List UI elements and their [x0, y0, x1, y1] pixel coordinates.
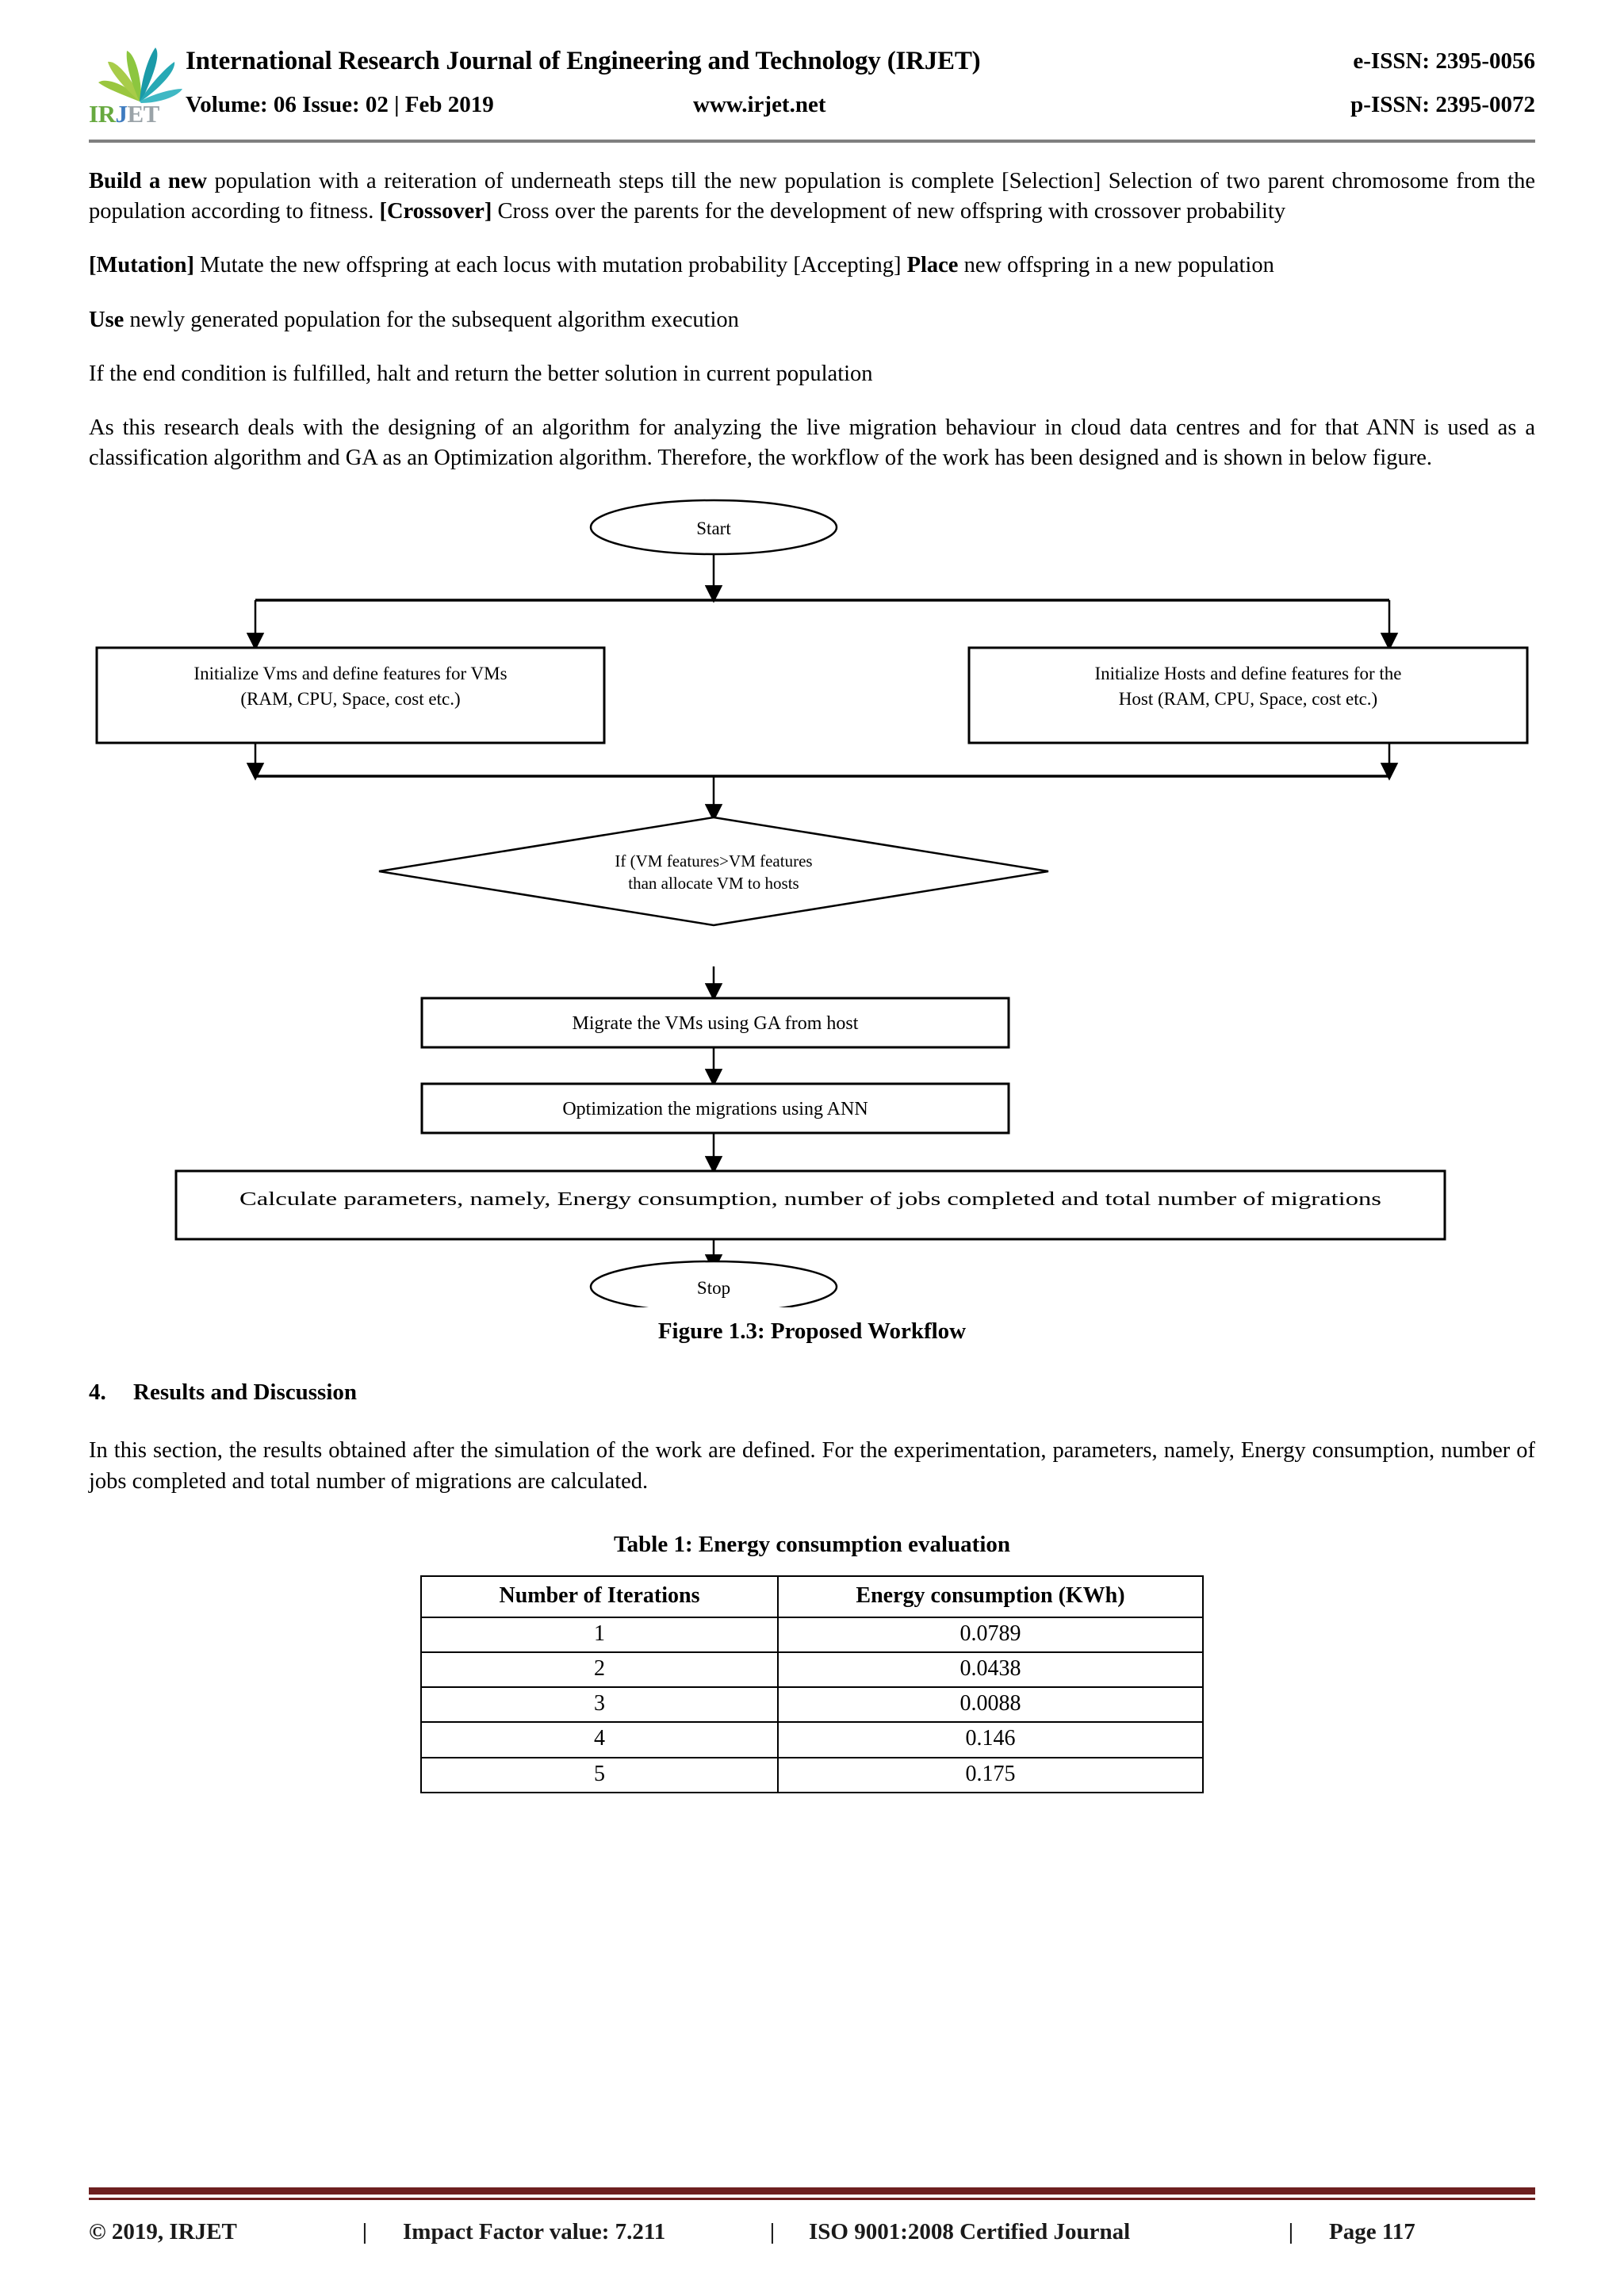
paragraph-build-new: Build a new population with a reiteratio…: [89, 166, 1535, 227]
header-row-volume: Volume: 06 Issue: 02 | Feb 2019 www.irje…: [186, 82, 1535, 127]
cell-energy: 0.146: [777, 1721, 1204, 1758]
p2-text-b: new offspring in a new population: [958, 253, 1274, 278]
footer-page-number: Page 117: [1329, 2219, 1415, 2244]
flow-decision-node: [378, 817, 1049, 927]
flow-init-hosts-line1: Initialize Hosts and define features for…: [1094, 664, 1401, 683]
flow-init-vms-node: [95, 646, 606, 744]
p-issn: p-ISSN: 2395-0072: [1350, 91, 1535, 117]
irjet-logo: IRJET: [89, 33, 186, 135]
proposed-workflow-figure: Start Initialize Vms and define features…: [89, 497, 1535, 973]
logo-j: J: [115, 100, 128, 128]
column-header-iterations: Number of Iterations: [420, 1575, 779, 1618]
header-row-title: International Research Journal of Engine…: [186, 36, 1535, 86]
column-header-energy: Energy consumption (KWh): [777, 1575, 1204, 1618]
flow-calculate-node: [174, 1169, 1446, 1241]
cell-iteration: 5: [420, 1756, 779, 1793]
e-issn: e-ISSN: 2395-0056: [1353, 48, 1535, 74]
flow-migrate-label: Migrate the VMs using GA from host: [573, 1013, 859, 1034]
table-header-row: Number of Iterations Energy consumption …: [420, 1575, 1204, 1618]
footer-content: © 2019, IRJET | Impact Factor value: 7.2…: [89, 2219, 1535, 2245]
energy-consumption-table: Number of Iterations Energy consumption …: [420, 1575, 1204, 1793]
flow-decision-line1: If (VM features>VM features: [615, 851, 812, 871]
flow-decision-line2: than allocate VM to hosts: [628, 874, 799, 893]
paragraph-end-condition: If the end condition is fulfilled, halt …: [89, 361, 873, 386]
cell-iteration: 1: [420, 1616, 779, 1654]
footer-certification: ISO 9001:2008 Certified Journal: [809, 2219, 1131, 2244]
paragraph-research-intro: As this research deals with the designin…: [89, 415, 1535, 471]
cell-energy: 0.175: [777, 1756, 1204, 1793]
bold-use: Use: [89, 307, 124, 332]
paragraph-use: Use newly generated population for the s…: [89, 305, 1535, 335]
p2-text-a: Mutate the new offspring at each locus w…: [193, 253, 907, 278]
table-row: 4 0.146: [420, 1721, 1204, 1758]
p3-text: newly generated population for the subse…: [124, 307, 739, 332]
table-row: 5 0.175: [420, 1756, 1204, 1793]
cell-iteration: 2: [420, 1651, 779, 1689]
cell-energy: 0.0088: [777, 1686, 1204, 1724]
bold-build-a-new: Build a new: [89, 169, 207, 193]
irjet-wordmark: IRJET: [89, 100, 159, 128]
footer-divider-thick: [89, 2187, 1535, 2195]
header-text-block: International Research Journal of Engine…: [186, 36, 1535, 135]
table-row: 1 0.0789: [420, 1616, 1204, 1654]
proposed-workflow-figure-lower: Migrate the VMs using GA from host Optim…: [89, 966, 1535, 1314]
cell-iteration: 4: [420, 1721, 779, 1758]
footer-copyright: © 2019, IRJET: [89, 2219, 237, 2244]
section-number: 4.: [89, 1380, 106, 1406]
footer-separator-1: |: [362, 2219, 368, 2244]
flow-optimize-node: [420, 1082, 1010, 1135]
flow-optimize-label: Optimization the migrations using ANN: [562, 1099, 868, 1119]
volume-issue: Volume: 06 Issue: 02 | Feb 2019: [186, 91, 494, 117]
flow-init-hosts-line2: Host (RAM, CPU, Space, cost etc.): [1119, 689, 1377, 709]
p1-text-a: population with a reiteration of underne…: [89, 169, 1535, 224]
footer-separator-3: |: [1288, 2219, 1294, 2244]
header-divider: [89, 140, 1535, 143]
flowchart-svg: Start Initialize Vms and define features…: [95, 499, 1529, 927]
table-title: Table 1: Energy consumption evaluation: [613, 1531, 1011, 1557]
footer-impact-factor: Impact Factor value: 7.211: [403, 2219, 666, 2244]
table-row: 2 0.0438: [420, 1651, 1204, 1689]
journal-title: International Research Journal of Engine…: [186, 46, 981, 75]
cell-energy: 0.0789: [777, 1616, 1204, 1654]
flow-init-vms-line2: (RAM, CPU, Space, cost etc.): [240, 689, 460, 709]
page-footer: © 2019, IRJET | Impact Factor value: 7.2…: [89, 2187, 1535, 2245]
figure-caption: Figure 1.3: Proposed Workflow: [657, 1318, 967, 1345]
flow-calculate-label: Calculate parameters, namely, Energy con…: [239, 1189, 1381, 1210]
logo-ir: IR: [89, 100, 116, 128]
irjet-fan-icon: [98, 48, 182, 103]
flow-migrate-node: [420, 997, 1010, 1049]
logo-et: ET: [127, 100, 159, 128]
p1-text-b: Cross over the parents for the developme…: [492, 199, 1286, 224]
footer-separator-2: |: [769, 2219, 776, 2244]
bold-mutation: [Mutation]: [89, 253, 194, 278]
bold-crossover: [Crossover]: [379, 199, 492, 224]
bold-place: Place: [906, 253, 959, 278]
section-intro-paragraph: In this section, the results obtained af…: [89, 1438, 1535, 1494]
flow-init-vms-line1: Initialize Vms and define features for V…: [193, 664, 507, 683]
footer-divider-thin: [89, 2198, 1535, 2200]
table-row: 3 0.0088: [420, 1686, 1204, 1724]
journal-header: IRJET International Research Journal of …: [89, 0, 1535, 135]
flow-start-label: Start: [696, 519, 731, 538]
flowchart-svg-lower: Migrate the VMs using GA from host Optim…: [174, 966, 1446, 1314]
paragraph-mutation: [Mutation] Mutate the new offspring at e…: [89, 251, 1535, 281]
journal-website: www.irjet.net: [693, 91, 826, 117]
cell-iteration: 3: [420, 1686, 779, 1724]
flow-stop-label: Stop: [697, 1278, 730, 1298]
flow-init-hosts-node: [967, 646, 1529, 744]
article-body: Build a new population with a reiteratio…: [89, 143, 1535, 1793]
cell-energy: 0.0438: [777, 1651, 1204, 1689]
section-title: Results and Discussion: [133, 1380, 358, 1406]
section-heading: 4. Results and Discussion: [89, 1380, 1535, 1406]
